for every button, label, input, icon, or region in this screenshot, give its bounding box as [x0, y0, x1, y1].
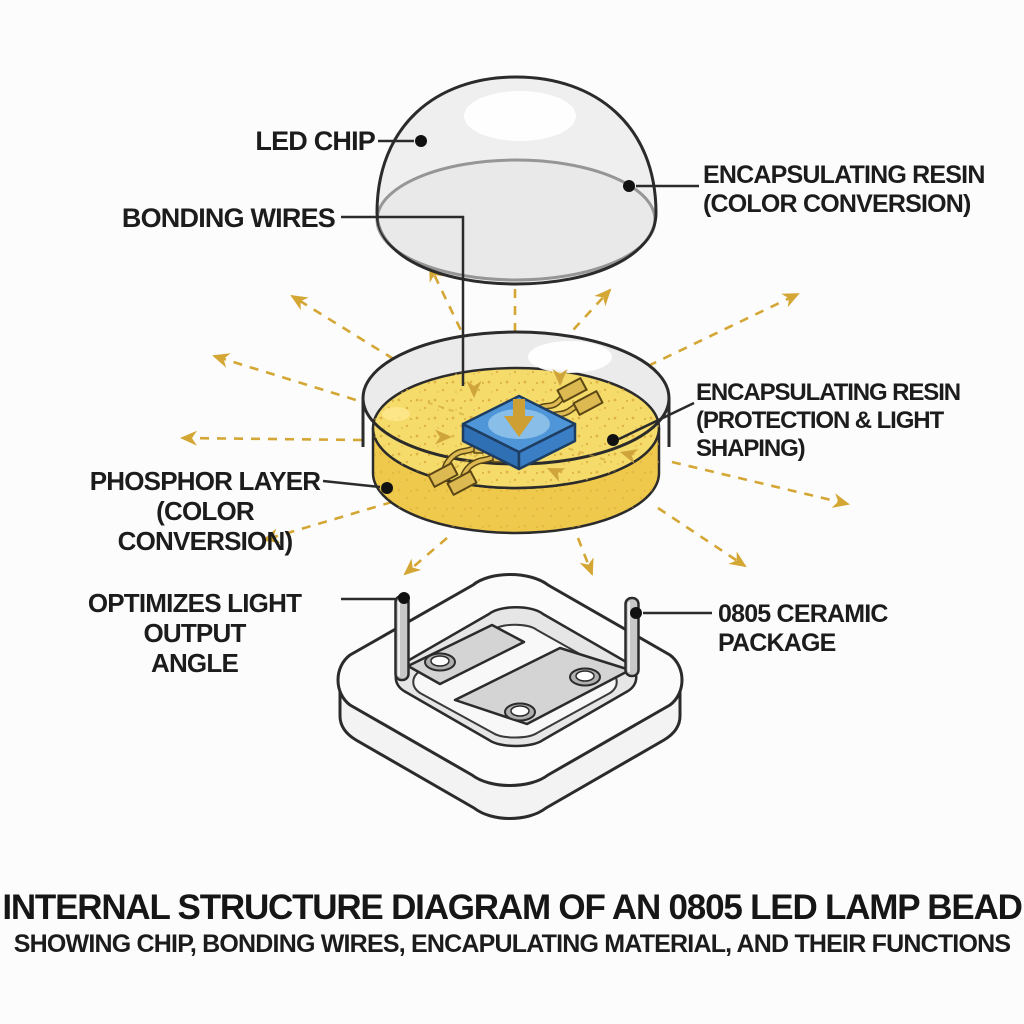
bonding-wires	[427, 377, 604, 496]
optimizes-dot	[398, 592, 410, 604]
resin-protection-dot	[607, 434, 619, 446]
wire-pads	[427, 377, 604, 496]
dome-body	[375, 75, 658, 286]
label-ceramic-package: 0805 CERAMIC PACKAGE	[718, 600, 888, 657]
package-dot	[630, 607, 642, 619]
label-led-chip: LED CHIP	[255, 126, 375, 156]
led-chip	[461, 394, 577, 471]
ceramic-package	[336, 573, 684, 820]
led-chip-dot	[415, 135, 427, 147]
leader-lines	[322, 135, 712, 619]
label-encapsulating-resin-color: ENCAPSULATING RESIN (COLOR CONVERSION)	[703, 161, 985, 218]
phosphor-glow	[382, 407, 410, 421]
label-phosphor-layer: PHOSPHOR LAYER (COLOR CONVERSION)	[89, 466, 321, 557]
glass-highlight	[528, 341, 612, 373]
resin-color-dot	[623, 180, 635, 192]
label-optimizes-light-output: OPTIMIZES LIGHT OUTPUT ANGLE	[87, 588, 302, 679]
package-pins	[394, 594, 640, 682]
label-encapsulating-resin-protection: ENCAPSULATING RESIN (PROTECTION & LIGHT …	[696, 379, 961, 462]
label-bonding-wires: BONDING WIRES	[121, 203, 336, 233]
diagram-title: INTERNAL STRUCTURE DIAGRAM OF AN 0805 LE…	[2, 888, 1023, 927]
light-rays	[180, 258, 850, 576]
left-pin	[394, 594, 410, 682]
chip-down-arrow	[504, 399, 534, 437]
encapsulating-dome	[375, 75, 658, 286]
pad-holes	[424, 652, 601, 722]
dome-highlight	[464, 91, 576, 141]
phosphor-dot	[381, 482, 393, 494]
diagram-subtitle: SHOWING CHIP, BONDING WIRES, ENCAPULATIN…	[13, 930, 1011, 958]
dome-opening	[375, 158, 657, 282]
